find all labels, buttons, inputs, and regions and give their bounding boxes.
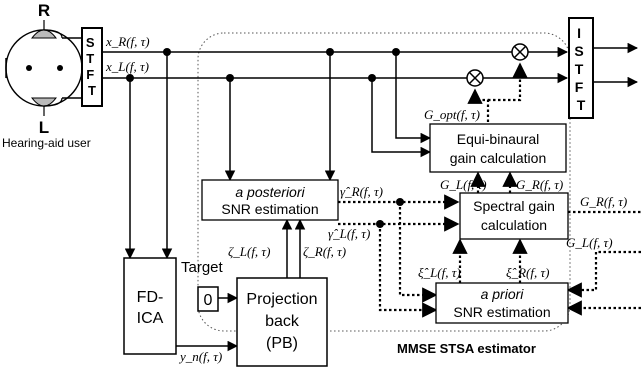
hearing-aid-user-icon <box>5 20 83 116</box>
a-posteriori-line1: a posteriori <box>235 184 305 200</box>
pb-line3: (PB) <box>266 335 298 352</box>
signal-zeta-r: ζ_R(f, τ) <box>303 244 346 259</box>
mmse-region <box>197 32 571 332</box>
mmse-label: MMSE STSA estimator <box>397 341 536 356</box>
signal-gamma-r: γ̂_R(f, τ) <box>340 184 383 199</box>
istft-block <box>568 17 594 119</box>
spectral-gain-block <box>459 192 569 240</box>
multiplier-left-icon <box>466 69 484 87</box>
a-priori-line1: a priori <box>481 286 525 302</box>
svg-text:I S T F T: I S T F T <box>574 25 587 113</box>
projection-back-block <box>236 277 328 367</box>
stft-block <box>81 27 103 107</box>
svg-text:S T F T: S T F T <box>86 35 98 98</box>
pb-line2: back <box>265 313 300 330</box>
istft-letter: T <box>577 97 586 113</box>
signal-g-r: G_R(f, τ) <box>516 177 563 192</box>
fd-ica-line2: ICA <box>137 310 164 327</box>
signal-zeta-l: ζ_L(f, τ) <box>228 244 270 259</box>
stft-letter: T <box>86 51 94 66</box>
istft-letter: I <box>577 25 581 41</box>
a-priori-line2: SNR estimation <box>453 304 550 320</box>
signal-xi-r: ξ̂_R(f, τ) <box>506 265 549 280</box>
spectral-gain-line2: calculation <box>481 217 547 233</box>
a-priori-block <box>435 282 569 324</box>
signal-x-r: x_R(f, τ) <box>105 34 150 49</box>
user-caption: Hearing-aid user <box>2 136 91 150</box>
signal-x-l: x_L(f, τ) <box>105 59 149 74</box>
target-label: Target <box>181 259 224 276</box>
left-ear-label: L <box>39 118 49 137</box>
a-posteriori-line2: SNR estimation <box>221 201 318 217</box>
equi-binaural-block <box>429 123 567 173</box>
target-value: 0 <box>204 292 213 309</box>
stft-letter: F <box>86 67 94 82</box>
fd-ica-line1: FD- <box>137 289 164 306</box>
istft-letter: F <box>575 79 584 95</box>
target-box <box>197 286 219 312</box>
istft-letter: T <box>575 61 584 77</box>
signal-g-l: G_L(f, τ) <box>440 177 487 192</box>
signal-g-r-out: G_R(f, τ) <box>580 194 627 209</box>
signal-y-n: y_n(f, τ) <box>178 349 222 364</box>
istft-letter: S <box>574 43 583 59</box>
signal-g-l-out: G_L(f, τ) <box>566 235 613 250</box>
right-ear-label: R <box>38 1 50 20</box>
signal-xi-l: ξ̂_L(f, τ) <box>418 265 461 280</box>
equi-binaural-line1: Equi-binaural <box>457 131 540 147</box>
a-posteriori-block <box>201 179 339 221</box>
pb-line1: Projection <box>246 291 317 308</box>
stft-letter: S <box>86 35 95 50</box>
signal-g-opt: G_opt(f, τ) <box>424 107 480 122</box>
fd-ica-block <box>123 257 177 355</box>
equi-binaural-line2: gain calculation <box>450 150 547 166</box>
signal-gamma-l: γ̂_L(f, τ) <box>328 226 370 241</box>
spectral-gain-line1: Spectral gain <box>473 198 555 214</box>
multiplier-right-icon <box>511 43 529 61</box>
stft-letter: T <box>88 83 96 98</box>
